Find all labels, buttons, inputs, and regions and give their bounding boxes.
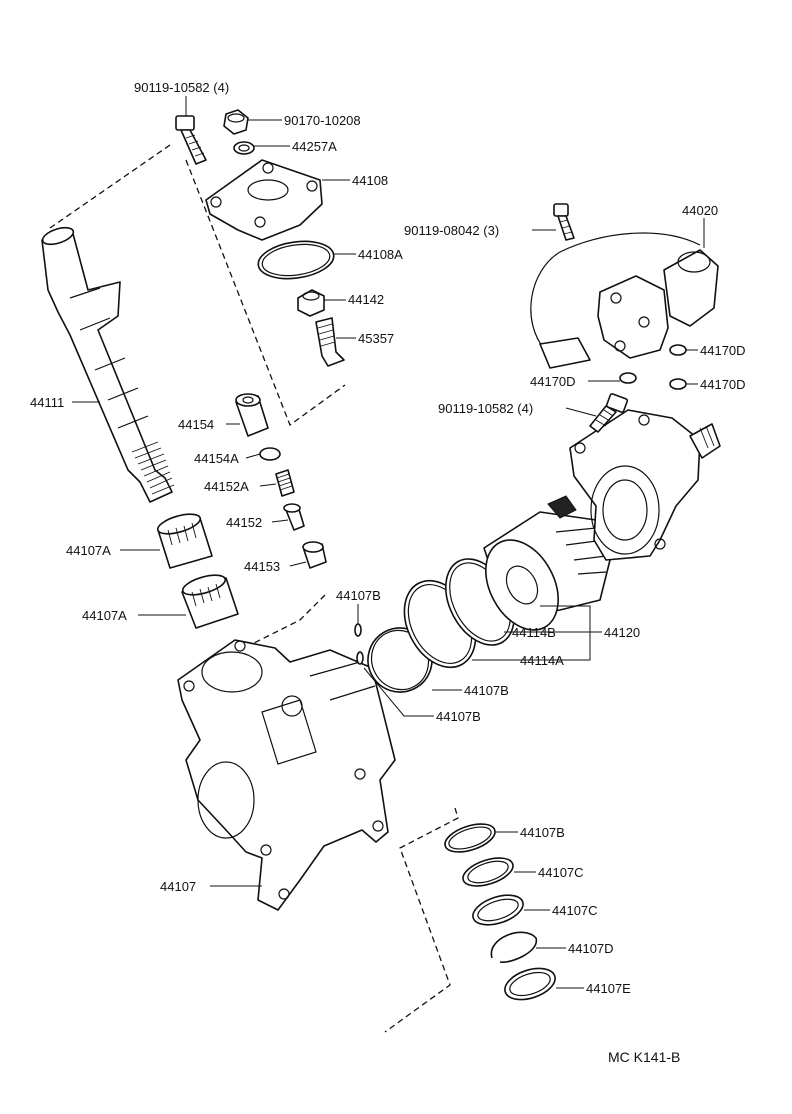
label-oring-44170d-1: 44170D [700,343,746,358]
bolt-housing-right [589,393,629,433]
label-ring-44154a: 44154A [194,451,239,466]
gear-housing-44107 [177,639,396,911]
small-orings-44107b [354,623,364,665]
diagram-code: MC K141-B [608,1049,680,1065]
label-ring-44114b: 44114B [512,625,556,640]
oring-44108a [257,240,335,280]
spring-44152a [275,469,295,497]
assembly-guide-lines [49,144,459,1033]
label-oring-top-44107b: 44107B [336,588,381,603]
part-labels: 90119-10582 (4) 90170-10208 44257A 44108… [30,80,746,1065]
label-screw-45357: 45357 [358,331,394,346]
screw-45357 [315,317,345,367]
label-housing-44107: 44107 [160,879,196,894]
plug-44153 [302,541,327,569]
label-piston-44120: 44120 [604,625,640,640]
label-pin-44152: 44152 [226,515,262,530]
label-shaft-44111: 44111 [30,395,64,410]
bearing-44107a-lower [181,574,239,629]
label-nut-44142: 44142 [348,292,384,307]
label-ring-44114a: 44114A [520,653,564,668]
seal-stack [444,823,556,1001]
bolt-top-left [175,115,207,165]
nut-44142 [297,289,325,317]
piston-44120 [483,495,611,631]
label-bolt-cover: 90119-10582 (4) [134,80,229,95]
label-nut-44154: 44154 [178,417,214,432]
label-oring-44107b-1: 44107B [464,683,509,698]
label-oring-44170d-3: 44170D [700,377,746,392]
main-shaft-44111 [41,226,175,503]
control-valve-44020 [530,232,719,369]
cover-44108 [205,159,323,241]
label-valve-44020: 44020 [682,203,718,218]
label-plug-44153: 44153 [244,559,280,574]
label-cover-44108: 44108 [352,173,388,188]
label-bearing-44107a-1: 44107A [66,543,111,558]
pin-44152 [283,503,305,531]
bearing-44107a-upper [156,513,213,569]
gasket-44257a [233,141,255,155]
label-bolt-housing: 90119-10582 (4) [438,401,533,416]
label-bearing-44107a-2: 44107A [82,608,127,623]
nut-44154 [235,393,269,437]
label-oring-44107b-2: 44107B [436,709,481,724]
label-bolt-valve: 90119-08042 (3) [404,223,499,238]
label-seal-44107b: 44107B [520,825,565,840]
ring-44154a [259,447,281,461]
label-seal-44107c-1: 44107C [538,865,584,880]
label-snapring-44107d: 44107D [568,941,614,956]
leader-lines [72,96,705,989]
valve-housing-cap [569,409,721,561]
label-gasket-44257a: 44257A [292,139,337,154]
label-seal-44107e: 44107E [586,981,631,996]
bolt-valve [553,203,575,241]
label-oring-44108a: 44108A [358,247,403,262]
label-plug-90170-10208: 90170-10208 [284,113,361,128]
label-spring-44152a: 44152A [204,479,249,494]
plug-90170-10208 [223,109,249,135]
label-oring-44170d-2: 44170D [530,374,576,389]
label-seal-44107c-2: 44107C [552,903,598,918]
